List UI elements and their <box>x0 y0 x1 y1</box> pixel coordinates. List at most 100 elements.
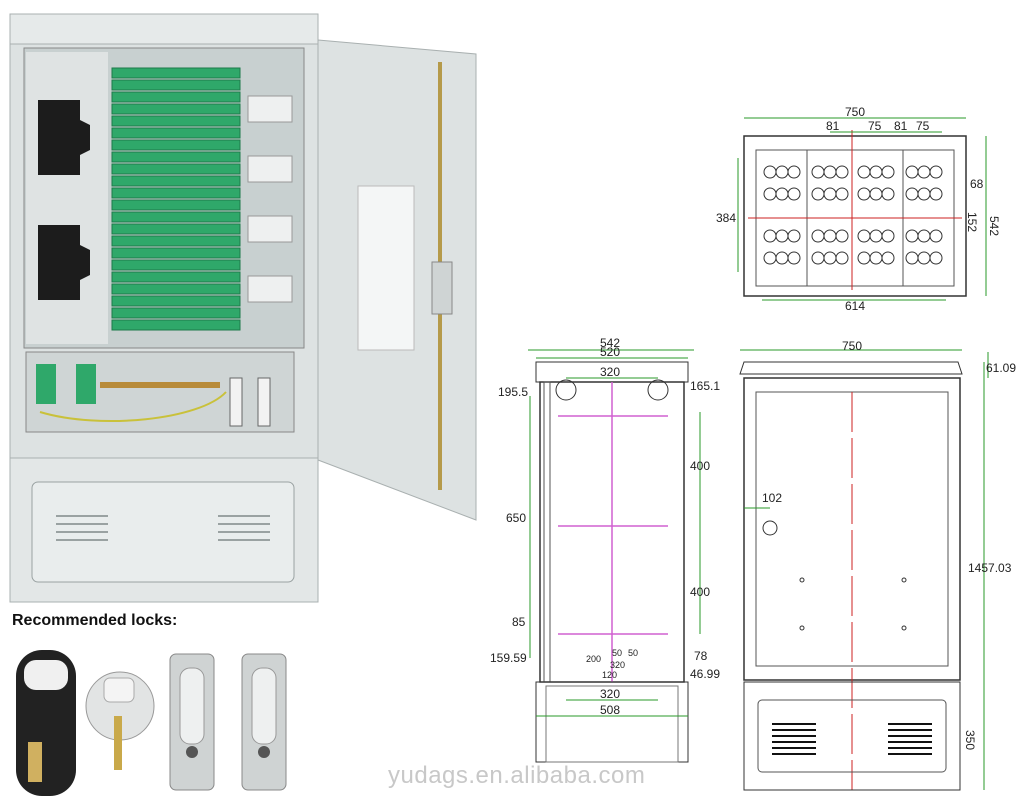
entry-hole <box>835 165 849 179</box>
splice-module <box>111 187 241 199</box>
dim-614: 614 <box>845 299 865 313</box>
ground-bar <box>100 382 220 388</box>
entry-hole <box>929 187 943 201</box>
dim-650: 650 <box>506 511 526 525</box>
splice-module <box>111 151 241 163</box>
base-panel <box>31 481 295 583</box>
lock-plane-handle-2 <box>241 653 287 791</box>
front-lock <box>762 520 778 536</box>
door-label-sheet <box>357 185 415 351</box>
splice-module <box>111 139 241 151</box>
lock-round-handle <box>85 671 155 770</box>
dim-50-b: 50 <box>628 648 638 658</box>
dim-400-lower: 400 <box>690 585 710 599</box>
cable-entry-holes <box>763 165 943 265</box>
dim-400-upper: 400 <box>690 459 710 473</box>
splice-module <box>111 235 241 247</box>
splice-module <box>111 163 241 175</box>
splice-module <box>111 91 241 103</box>
entry-hole <box>881 229 895 243</box>
cable-holder-lower <box>38 225 90 300</box>
splice-module <box>111 223 241 235</box>
splice-module <box>111 79 241 91</box>
dim-350: 350 <box>963 730 977 750</box>
terminal-1 <box>229 377 243 427</box>
green-clamp-2 <box>76 364 96 404</box>
entry-hole <box>881 165 895 179</box>
dim-1457-03: 1457.03 <box>968 561 1012 575</box>
dim-750-front: 750 <box>842 339 862 353</box>
lock-plane-handle-1 <box>169 653 215 791</box>
dim-508: 508 <box>600 703 620 717</box>
entry-hole <box>881 251 895 265</box>
dim-75-b: 75 <box>916 119 930 133</box>
dim-542-side: 542 <box>600 336 620 350</box>
front-base-vents-right <box>888 723 932 755</box>
splice-module <box>111 271 241 283</box>
entry-hole <box>787 251 801 265</box>
base-vents-left <box>56 515 108 541</box>
dim-85: 85 <box>512 615 526 629</box>
dim-159-59: 159.59 <box>490 651 527 665</box>
dim-195-5: 195.5 <box>498 385 528 399</box>
dim-46-99: 46.99 <box>690 667 720 681</box>
splice-module <box>111 295 241 307</box>
entry-hole <box>787 229 801 243</box>
dim-102: 102 <box>762 491 782 505</box>
entry-hole <box>787 187 801 201</box>
splice-module <box>111 283 241 295</box>
door-handle <box>431 261 453 315</box>
dim-75-a: 75 <box>868 119 882 133</box>
dim-320-top: 320 <box>600 365 620 379</box>
splice-module <box>111 319 241 331</box>
green-clamp-1 <box>36 364 56 404</box>
splice-module <box>111 103 241 115</box>
dim-520-side: 520 <box>600 345 620 359</box>
dim-152: 152 <box>965 212 979 232</box>
base-vents-right <box>218 515 270 541</box>
cable-spools <box>247 95 293 303</box>
dim-542-right: 542 <box>987 216 1001 236</box>
splice-module <box>111 307 241 319</box>
lock-swing-handle <box>16 650 76 796</box>
cable-holder-upper <box>38 100 90 175</box>
dim-165-1: 165.1 <box>690 379 720 393</box>
dim-320-inner: 320 <box>610 660 625 670</box>
splice-modules <box>111 67 241 331</box>
dim-81-b: 81 <box>894 119 908 133</box>
top-view-outline <box>743 135 967 297</box>
front-view-base <box>743 681 961 791</box>
dim-120: 120 <box>602 670 617 680</box>
entry-hole <box>835 229 849 243</box>
entry-hole <box>881 187 895 201</box>
entry-hole <box>929 229 943 243</box>
dim-320-base: 320 <box>600 687 620 701</box>
splice-module <box>111 199 241 211</box>
splice-module <box>111 175 241 187</box>
dim-81-a: 81 <box>826 119 840 133</box>
recommended-locks-caption: Recommended locks: <box>12 612 178 629</box>
dim-200: 200 <box>586 654 601 664</box>
entry-hole <box>929 165 943 179</box>
entry-hole <box>929 251 943 265</box>
entry-hole <box>835 187 849 201</box>
splice-module <box>111 127 241 139</box>
terminal-2 <box>257 377 271 427</box>
watermark: yudags.en.alibaba.com <box>388 762 646 789</box>
splice-module <box>111 259 241 271</box>
cabinet-top <box>9 13 319 45</box>
splice-module <box>111 247 241 259</box>
splice-module <box>111 115 241 127</box>
dim-50-a: 50 <box>612 648 622 658</box>
splice-module <box>111 67 241 79</box>
front-base-vents-left <box>772 723 816 755</box>
dim-61-09: 61.09 <box>986 361 1016 375</box>
dim-384: 384 <box>716 211 736 225</box>
front-view-roof <box>739 361 963 375</box>
ground-wire <box>39 391 227 423</box>
